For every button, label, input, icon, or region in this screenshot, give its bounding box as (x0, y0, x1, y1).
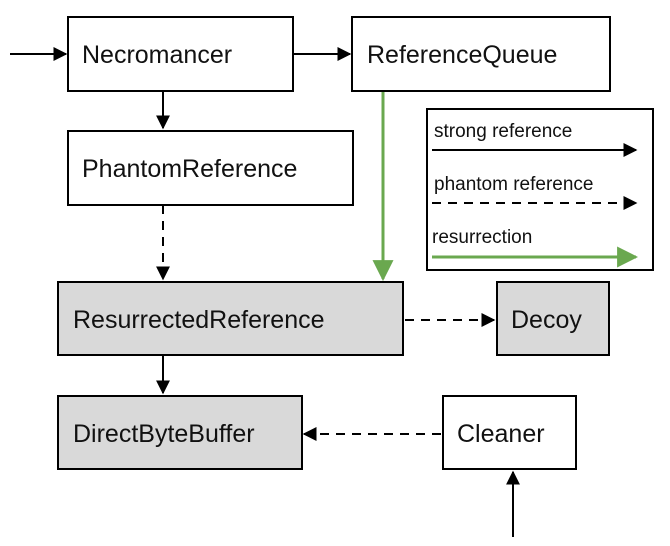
legend-resurrection-label: resurrection (432, 227, 532, 248)
node-resurrected-reference: ResurrectedReference (57, 281, 404, 356)
legend-phantom-label: phantom reference (434, 174, 594, 195)
node-necromancer: Necromancer (67, 16, 294, 92)
node-reference-queue-label: ReferenceQueue (367, 41, 557, 69)
node-decoy: Decoy (496, 281, 610, 356)
node-phantom-reference-box (67, 130, 354, 206)
node-direct-byte-buffer: DirectByteBuffer (57, 395, 303, 470)
edges (10, 47, 520, 537)
node-cleaner-label: Cleaner (457, 420, 545, 448)
node-direct-byte-buffer-box (57, 395, 303, 470)
node-reference-queue-box (351, 16, 611, 92)
node-phantom-reference-label: PhantomReference (82, 155, 297, 183)
node-reference-queue: ReferenceQueue (351, 16, 611, 92)
node-resurrected-reference-label: ResurrectedReference (73, 306, 325, 334)
node-decoy-box (496, 281, 610, 356)
node-resurrected-reference-box (57, 281, 404, 356)
node-direct-byte-buffer-label: DirectByteBuffer (73, 420, 255, 448)
node-cleaner: Cleaner (442, 395, 577, 470)
node-decoy-label: Decoy (511, 306, 582, 334)
node-phantom-reference: PhantomReference (67, 130, 354, 206)
legend-strong-label: strong reference (434, 121, 572, 142)
node-necromancer-box (67, 16, 294, 92)
legend: strong reference phantom reference resur… (426, 108, 654, 271)
legend-box (426, 108, 654, 271)
node-cleaner-box (442, 395, 577, 470)
node-necromancer-label: Necromancer (82, 41, 232, 69)
